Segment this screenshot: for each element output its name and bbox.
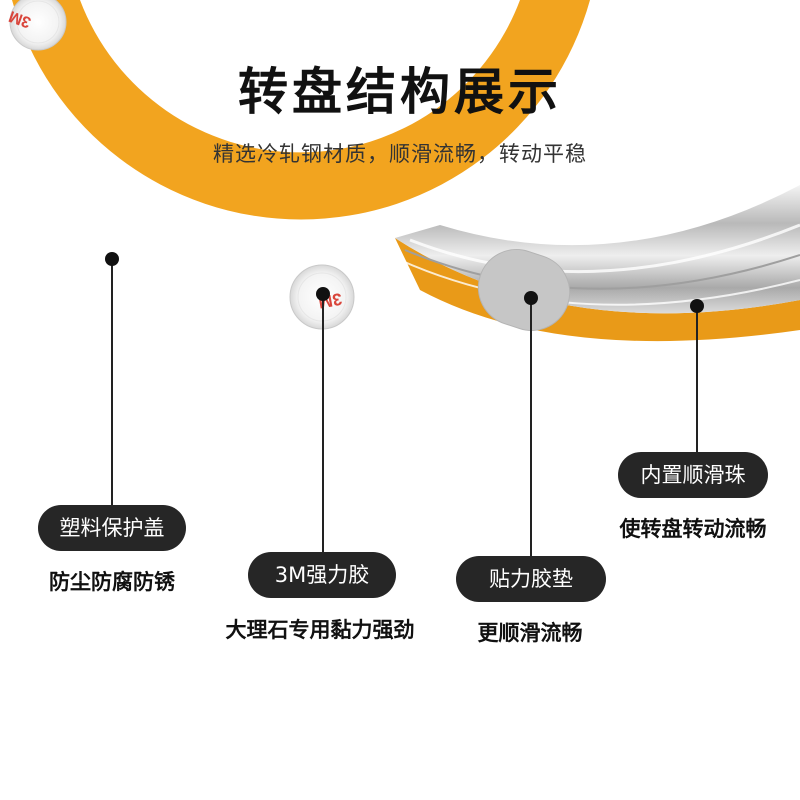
callout-dot-2 xyxy=(316,287,330,301)
callout-desc-adhesive: 大理石专用黏力强劲 xyxy=(225,618,415,642)
callout-dot-4 xyxy=(690,299,704,313)
page-subtitle: 精选冷轧钢材质，顺滑流畅，转动平稳 xyxy=(213,142,587,166)
callout-label-balls: 内置顺滑珠 xyxy=(618,452,768,498)
callout-label-adhesive: 3M强力胶 xyxy=(248,552,396,598)
sticker-mark-top: 3M xyxy=(7,7,34,31)
slide-pad xyxy=(477,249,571,331)
callout-desc-pad: 更顺滑流畅 xyxy=(477,621,583,645)
callout-dot-1 xyxy=(105,252,119,266)
callout-desc-cover: 防尘防腐防锈 xyxy=(49,570,175,594)
callout-desc-balls: 使转盘转动流畅 xyxy=(619,517,767,541)
callout-label-cover: 塑料保护盖 xyxy=(38,505,186,551)
orange-cover-ring xyxy=(12,0,590,220)
adhesive-sticker-top-left: 3M xyxy=(7,0,67,51)
callout-dot-3 xyxy=(524,291,538,305)
page-title: 转盘结构展示 xyxy=(238,63,562,121)
callout-label-pad: 贴力胶垫 xyxy=(456,556,606,602)
